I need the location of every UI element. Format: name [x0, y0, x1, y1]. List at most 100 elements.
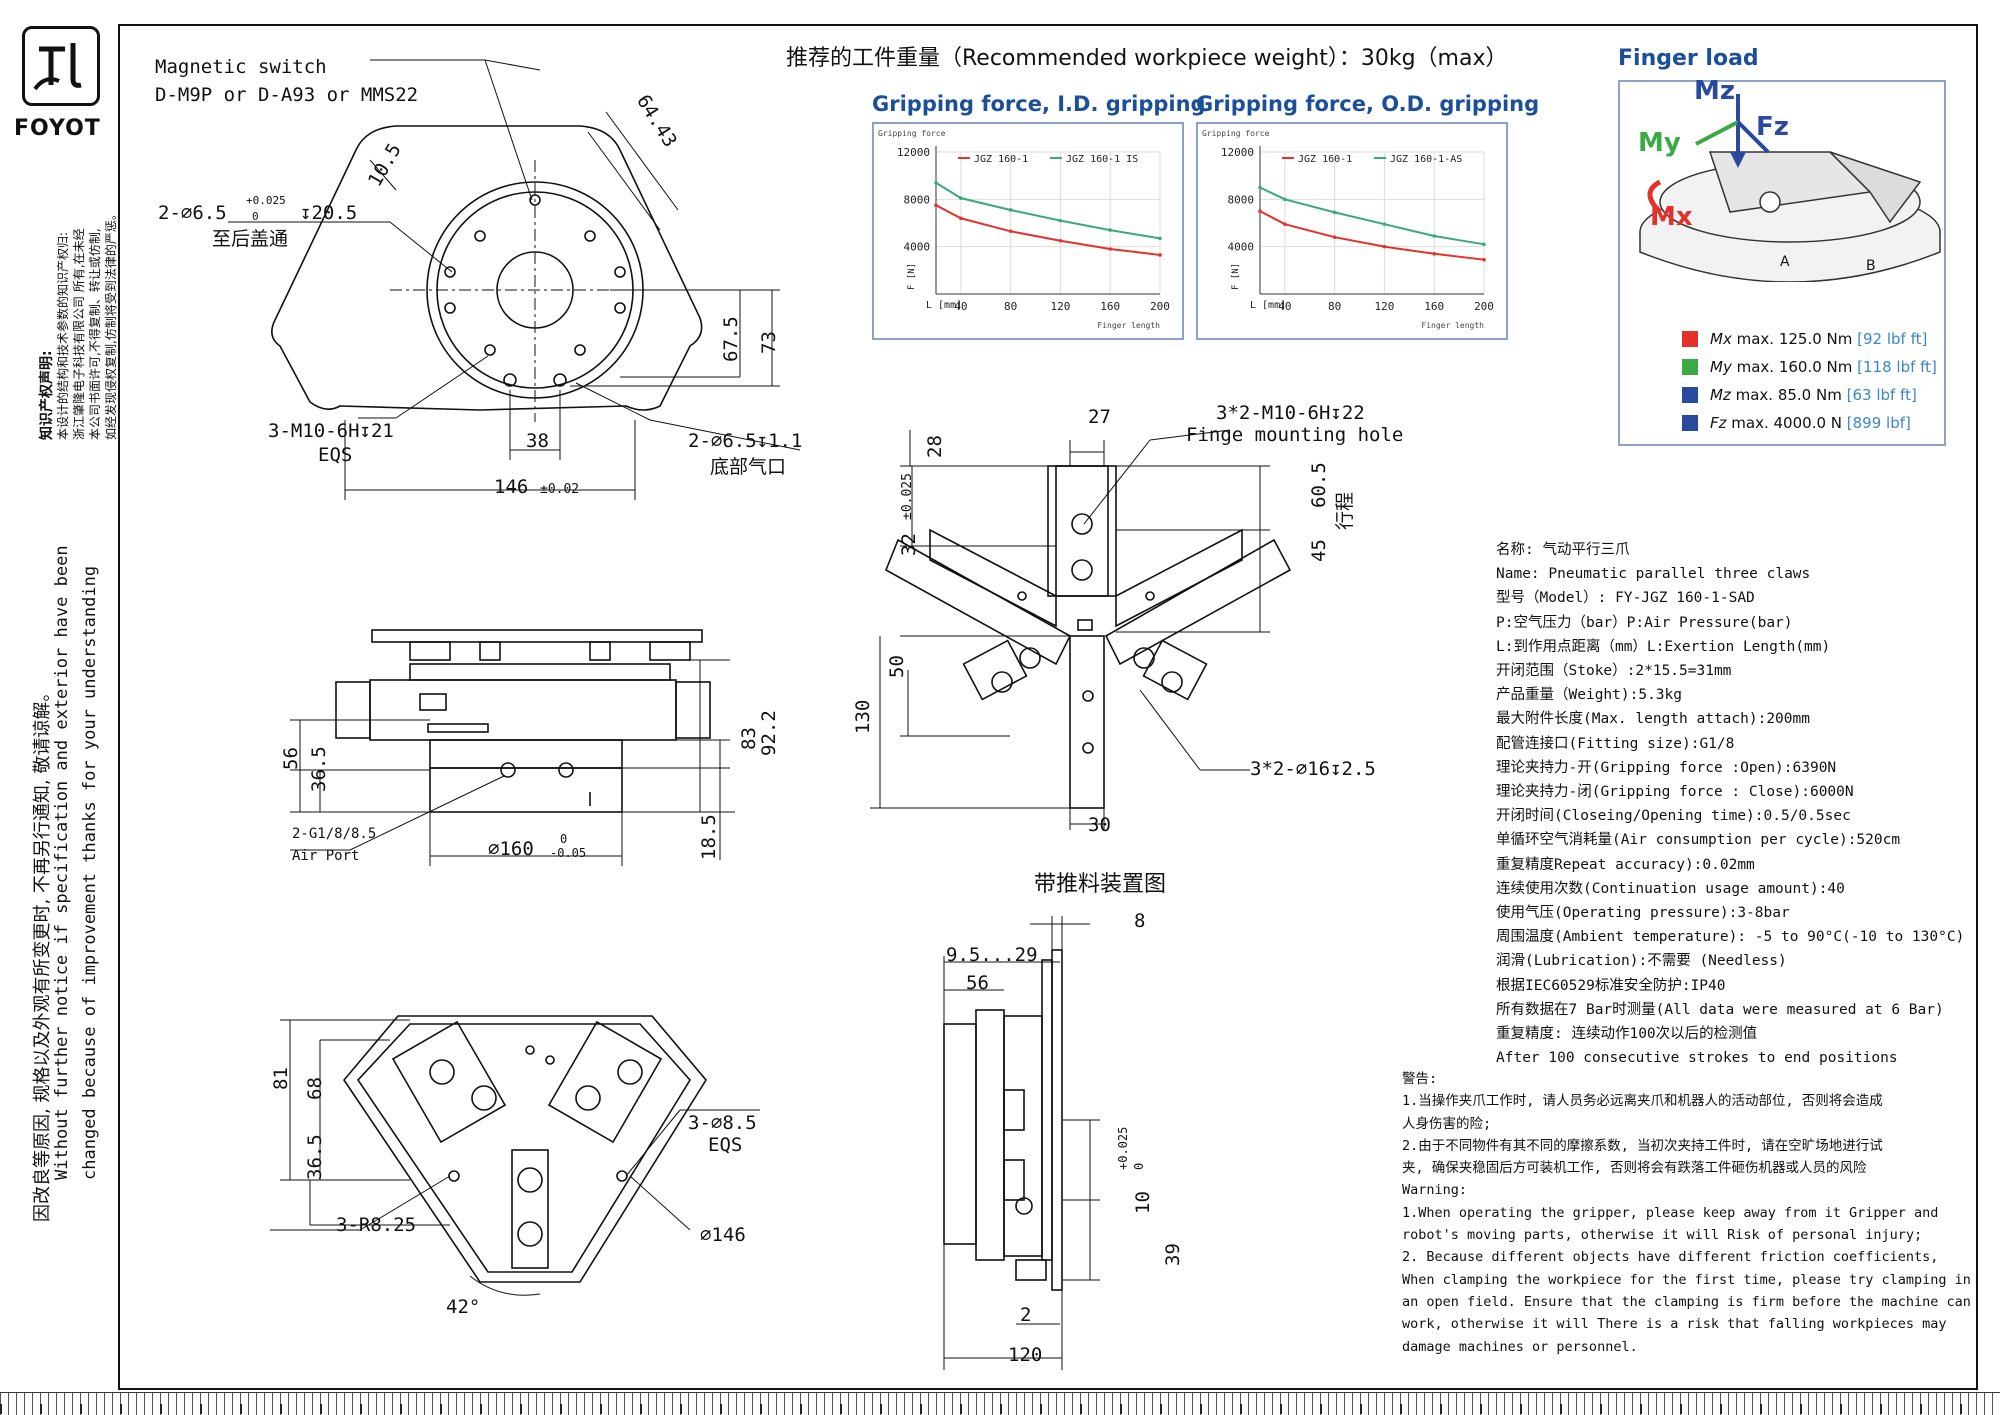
dim-146-tol: ±0.02: [540, 482, 580, 497]
spec-line: 周围温度(Ambient temperature): -5 to 90°C(-1…: [1496, 929, 1965, 946]
section-dim-8: 8: [1134, 910, 1146, 932]
section-dim-10-upper: +0.025: [1116, 1126, 1130, 1170]
data-point: [1432, 251, 1437, 256]
spec-line: 最大附件长度(Max. length attach):200mm: [1496, 711, 1810, 728]
section-dim-10-lower: 0: [1132, 1162, 1146, 1170]
finger-dim-32: 32: [898, 533, 920, 556]
bottom-radius-spec: 3-R8.25: [336, 1214, 417, 1236]
side-dim-18-5: 18.5: [698, 814, 720, 860]
ip-notice-line: 如经发现侵权复制,仿制将受到法律的严惩。: [104, 208, 118, 440]
bottom-hole-eqs: EQS: [708, 1134, 743, 1156]
data-point: [1108, 247, 1113, 251]
series-line: [935, 204, 1161, 256]
finger-view-caption: 带推料装置图: [1034, 872, 1167, 897]
x-tick-label: 120: [1375, 300, 1395, 313]
mx-swatch: [1682, 331, 1698, 347]
data-point: [1008, 229, 1013, 234]
jaw-b-label: B: [1866, 258, 1876, 274]
finger-load-row-mx: Mx max. 125.0 Nm [92 lbf ft]: [1682, 330, 1927, 348]
finger-stroke-label: 行程: [1334, 491, 1356, 530]
dim-146: 146: [494, 476, 529, 498]
side-dim-160-lower: -0.05: [550, 846, 587, 860]
dim-38: 38: [526, 430, 549, 452]
row-imperial: [63 lbf ft]: [1846, 386, 1917, 404]
bottom-dim-68: 68: [304, 1077, 326, 1100]
spec-line: 单循环空气消耗量(Air consumption per cycle):520c…: [1496, 832, 1901, 849]
my-swatch: [1682, 359, 1698, 375]
data-point: [1158, 236, 1162, 241]
y-tick-label: 8000: [1228, 193, 1255, 206]
data-point: [1008, 208, 1013, 212]
x-axis-label: Finger length: [1421, 321, 1484, 330]
x-tick-label: 160: [1424, 300, 1444, 313]
finger-dim-27: 27: [1088, 406, 1111, 428]
bottom-dim-81: 81: [270, 1067, 292, 1090]
brand-name: FOYOT: [14, 116, 101, 141]
data-point: [934, 180, 938, 185]
finger-mount-label: Finge mounting hole: [1186, 424, 1404, 446]
ip-notice-line: 浙江肇隆电子科技有限公司 所有,在未经: [72, 228, 86, 440]
section-view-drawing: [943, 916, 1100, 1370]
warning-line: work, otherwise it will There is a risk …: [1402, 1316, 1947, 1333]
spec-line: 重复精度: 连续动作100次以后的检测值: [1496, 1026, 1758, 1043]
switch-models: D-M9P or D-A93 or MMS22: [155, 84, 419, 106]
spec-list: 名称: 气动平行三爪 Name: Pneumatic parallel thre…: [1496, 538, 1964, 1070]
spec-line: 开闭时间(Closeing/Opening time):0.5/0.5sec: [1496, 808, 1851, 825]
data-point: [1283, 222, 1287, 226]
drawing-frame: [118, 24, 1978, 1390]
spec-line: 型号（Model）: FY-JGZ 160-1-SAD: [1496, 590, 1755, 607]
row-symbol: Mx: [1710, 330, 1732, 348]
finger-counterbore: 3*2-∅16↧2.5: [1250, 758, 1376, 780]
hole-note: 至后盖通: [212, 228, 289, 250]
x-tick-label: 40: [954, 300, 967, 313]
row-imperial: [118 lbf ft]: [1857, 358, 1937, 376]
data-point: [1258, 185, 1262, 190]
data-point: [1482, 242, 1486, 247]
finger-dim-28: 28: [924, 435, 946, 458]
spec-line: L:到作用点距离（mm）L:Exertion Length(mm): [1496, 638, 1831, 655]
hole-depth: ↧20.5: [300, 202, 358, 224]
section-dim-120: 120: [1008, 1344, 1043, 1366]
hole-tol-upper: +0.025: [246, 194, 286, 207]
row-value: max. 85.0 Nm: [1735, 386, 1842, 404]
x-tick-label: 200: [1150, 300, 1170, 313]
finger-load-row-my: My max. 160.0 Nm [118 lbf ft]: [1682, 358, 1937, 376]
data-point: [1482, 257, 1486, 262]
x-tick-label: 40: [1278, 300, 1291, 313]
side-dim-83: 83: [738, 727, 760, 750]
section-dim-range: 9.5...29: [946, 944, 1038, 966]
section-dim-2: 2: [1020, 1304, 1032, 1326]
row-symbol: Mz: [1710, 386, 1731, 404]
recommended-weight-title: 推荐的工件重量（Recommended workpiece weight）：30…: [786, 46, 1508, 71]
row-value: max. 125.0 Nm: [1736, 330, 1853, 348]
x-tick-label: 120: [1051, 300, 1071, 313]
data-point: [934, 203, 938, 208]
series-line: [1259, 186, 1485, 246]
bottom-hole-note: 底部气口: [710, 456, 787, 478]
change-notice-cn: 因改良等原因, 规格以及外观有所变更时, 不再另行通知, 敬请谅解。: [32, 683, 53, 1222]
section-dim-56: 56: [966, 972, 989, 994]
x-tick-label: 160: [1100, 300, 1120, 313]
gripper-illustration: [1639, 94, 1941, 282]
data-point: [1332, 235, 1337, 239]
finger-load-row-fz: Fz max. 4000.0 N [899 lbf]: [1682, 414, 1911, 432]
spec-line: 名称: 气动平行三爪: [1496, 542, 1630, 558]
row-symbol: Fz: [1710, 414, 1727, 432]
side-dim-36-5: 36.5: [308, 746, 330, 792]
x-axis-label: Finger length: [1097, 321, 1160, 330]
jaw-a-label: A: [1780, 254, 1790, 270]
warning-line: 人身伤害的险;: [1402, 1115, 1492, 1132]
y-tick-label: 12000: [1221, 146, 1254, 159]
air-port-label: Air Port: [292, 848, 360, 864]
side-dim-160-upper: 0: [560, 832, 568, 846]
thread-spec: 3-M10-6H↧21: [268, 420, 394, 442]
switch-label: Magnetic switch: [155, 56, 327, 78]
legend-label: JGZ 160-1: [1298, 154, 1352, 165]
finger-dim-30: 30: [1088, 814, 1111, 836]
finger-view-drawing: [870, 429, 1292, 830]
spec-line: 配管连接口(Fitting size):G1/8: [1496, 735, 1735, 752]
